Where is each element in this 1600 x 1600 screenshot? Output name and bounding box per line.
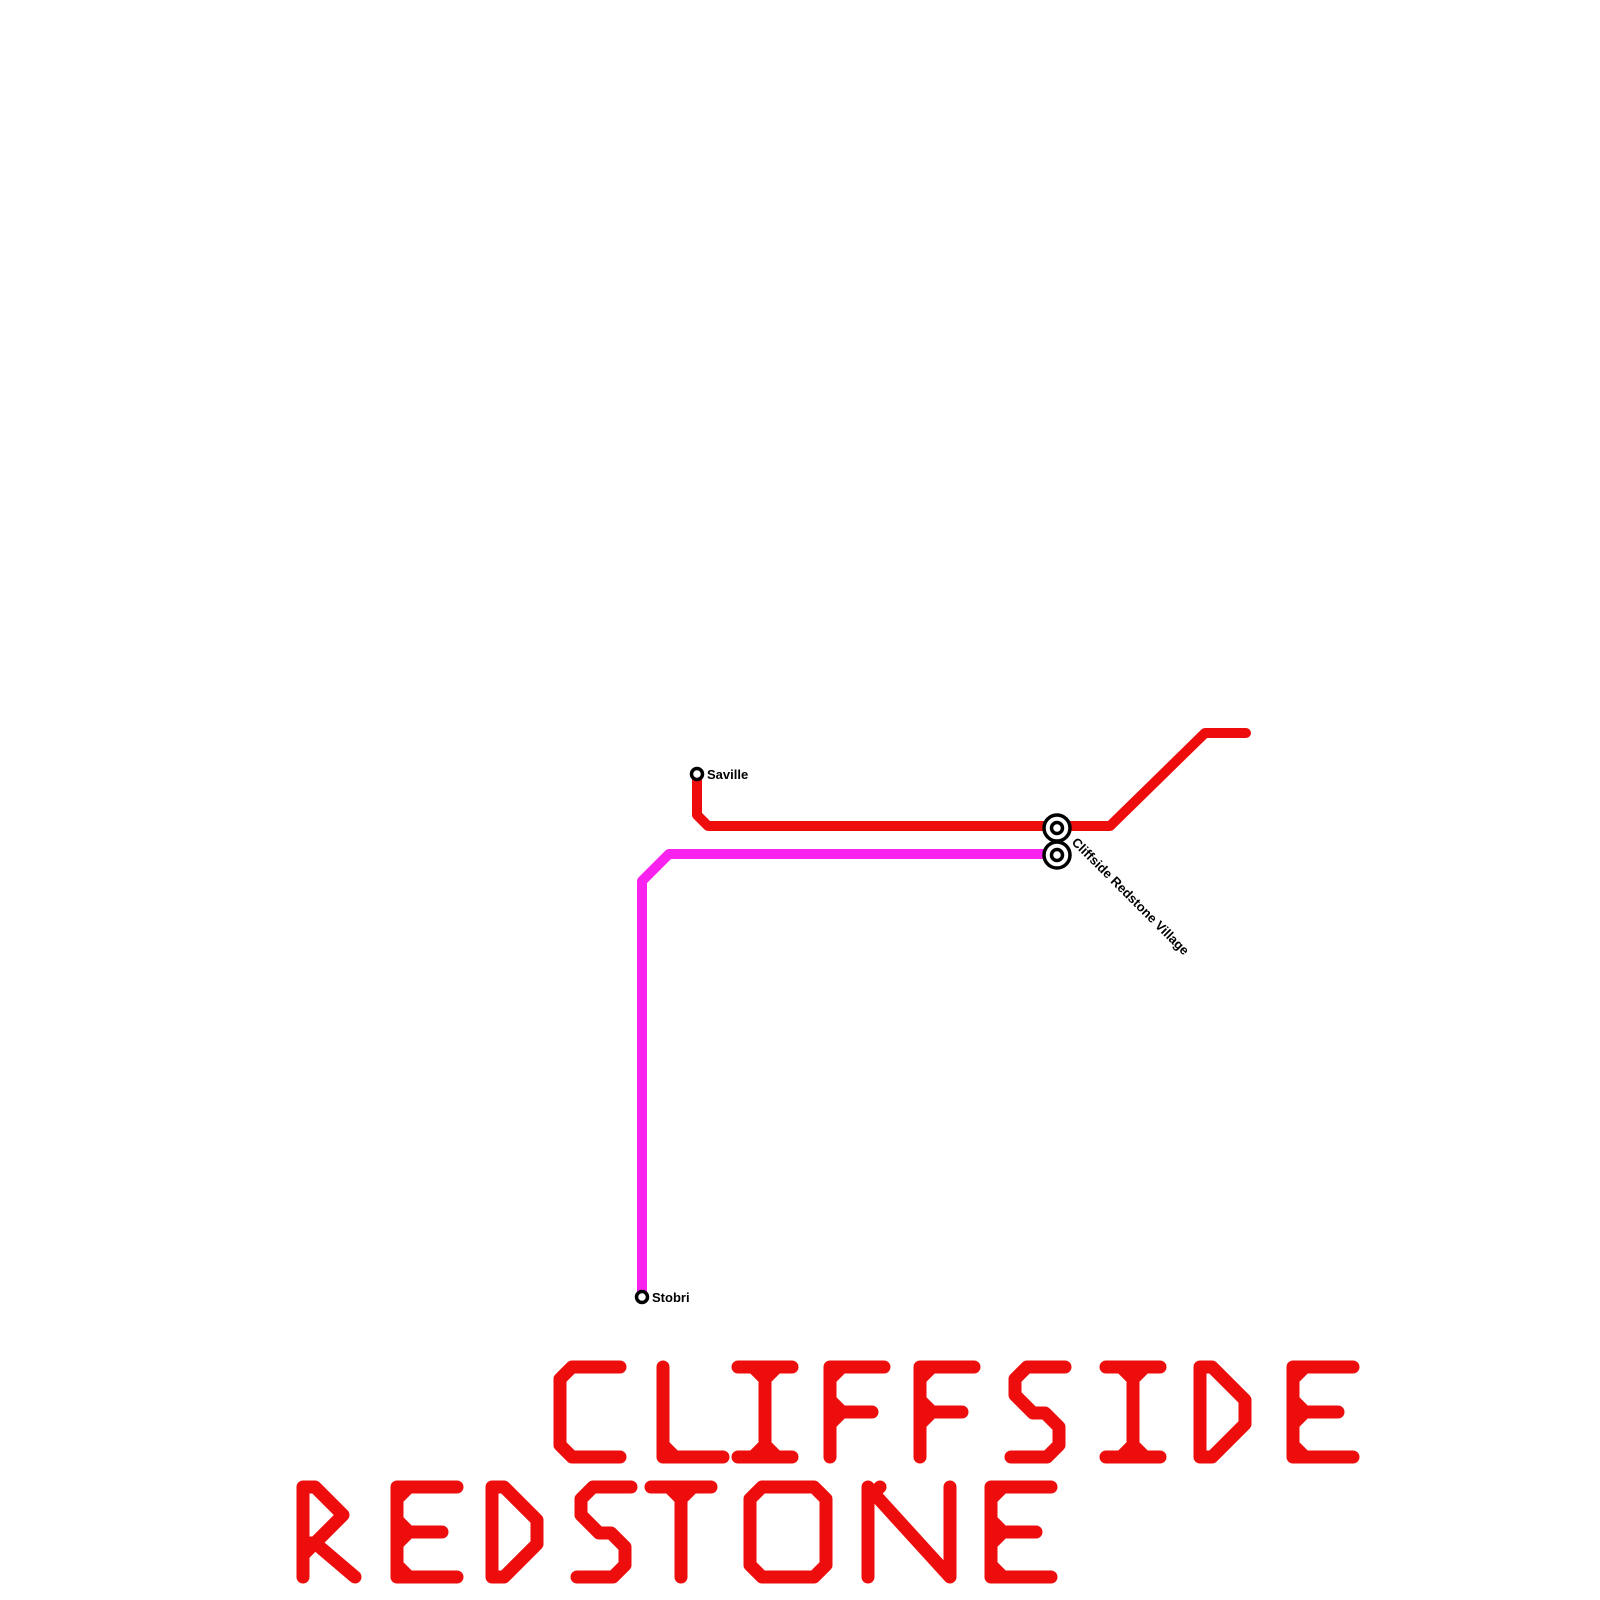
title-letter-stroke bbox=[823, 1360, 849, 1386]
title-letter-stroke bbox=[390, 1480, 416, 1506]
title-letter-stroke bbox=[1114, 1438, 1152, 1464]
title-letter-stroke bbox=[984, 1480, 1010, 1506]
title-letter-stroke bbox=[743, 1480, 833, 1584]
title-letter-stroke bbox=[1114, 1360, 1152, 1386]
red-line-route[interactable] bbox=[692, 728, 1251, 831]
title-letter-stroke bbox=[746, 1360, 784, 1386]
interchange-inner-lower bbox=[1049, 847, 1065, 863]
title-letter-stroke bbox=[570, 1480, 638, 1584]
title-letter-n bbox=[861, 1480, 957, 1584]
title-letter-stroke bbox=[746, 1438, 784, 1464]
title-letter-stroke bbox=[913, 1405, 939, 1431]
interchange-cliffside-redstone-village[interactable] bbox=[1042, 813, 1072, 870]
title-letter-o bbox=[743, 1480, 833, 1584]
title-letter-stroke bbox=[553, 1360, 627, 1464]
title-letter-l bbox=[656, 1360, 730, 1464]
title-letter-d bbox=[1193, 1360, 1252, 1464]
title-letter-stroke bbox=[662, 1480, 700, 1506]
title-letter-s bbox=[1004, 1360, 1072, 1464]
title-letter-e bbox=[390, 1480, 464, 1584]
title-letter-stroke bbox=[390, 1525, 416, 1551]
station-stobri-marker[interactable] bbox=[634, 1289, 650, 1305]
title-letter-stroke bbox=[296, 1536, 322, 1562]
title-letter-stroke bbox=[1193, 1360, 1252, 1464]
title-letter-r bbox=[296, 1480, 362, 1584]
title-letter-stroke bbox=[861, 1480, 957, 1584]
title-letter-e bbox=[1286, 1360, 1360, 1464]
title-letter-stroke bbox=[1286, 1360, 1360, 1464]
title-letter-stroke bbox=[984, 1558, 1010, 1584]
title-letter-stroke bbox=[308, 1536, 362, 1584]
title-letter-stroke bbox=[656, 1360, 730, 1464]
magenta-line-route[interactable] bbox=[637, 849, 1061, 1302]
title-letter-stroke bbox=[861, 1480, 887, 1506]
title-letter-f bbox=[823, 1360, 891, 1464]
title-letter-c bbox=[553, 1360, 627, 1464]
station-label-saville: Saville bbox=[707, 767, 748, 782]
station-saville-marker[interactable] bbox=[689, 766, 705, 782]
map-title-line-1 bbox=[553, 1360, 1360, 1464]
interchange-inner-upper bbox=[1049, 820, 1065, 836]
title-letter-stroke bbox=[656, 1438, 682, 1464]
title-letter-stroke bbox=[390, 1558, 416, 1584]
title-letter-stroke bbox=[1004, 1360, 1072, 1464]
title-letter-d bbox=[485, 1480, 544, 1584]
title-letter-e bbox=[984, 1480, 1058, 1584]
title-letter-stroke bbox=[984, 1525, 1010, 1551]
title-letter-t bbox=[644, 1480, 718, 1584]
title-letter-s bbox=[570, 1480, 638, 1584]
map-title-line-2 bbox=[296, 1480, 1058, 1584]
title-letter-stroke bbox=[390, 1480, 464, 1584]
title-letter-i bbox=[1099, 1360, 1167, 1464]
title-letter-stroke bbox=[823, 1405, 849, 1431]
title-letter-stroke bbox=[913, 1360, 939, 1386]
title-letter-stroke bbox=[485, 1480, 544, 1584]
station-label-stobri: Stobri bbox=[652, 1290, 690, 1305]
title-letter-stroke bbox=[1286, 1438, 1312, 1464]
title-letter-stroke bbox=[984, 1480, 1058, 1584]
title-letter-i bbox=[731, 1360, 799, 1464]
title-letter-stroke bbox=[1286, 1360, 1312, 1386]
title-letter-stroke bbox=[1286, 1405, 1312, 1431]
station-label-cliffside-redstone-village: Cliffside Redstone Village bbox=[1069, 835, 1192, 958]
title-letter-f bbox=[913, 1360, 981, 1464]
